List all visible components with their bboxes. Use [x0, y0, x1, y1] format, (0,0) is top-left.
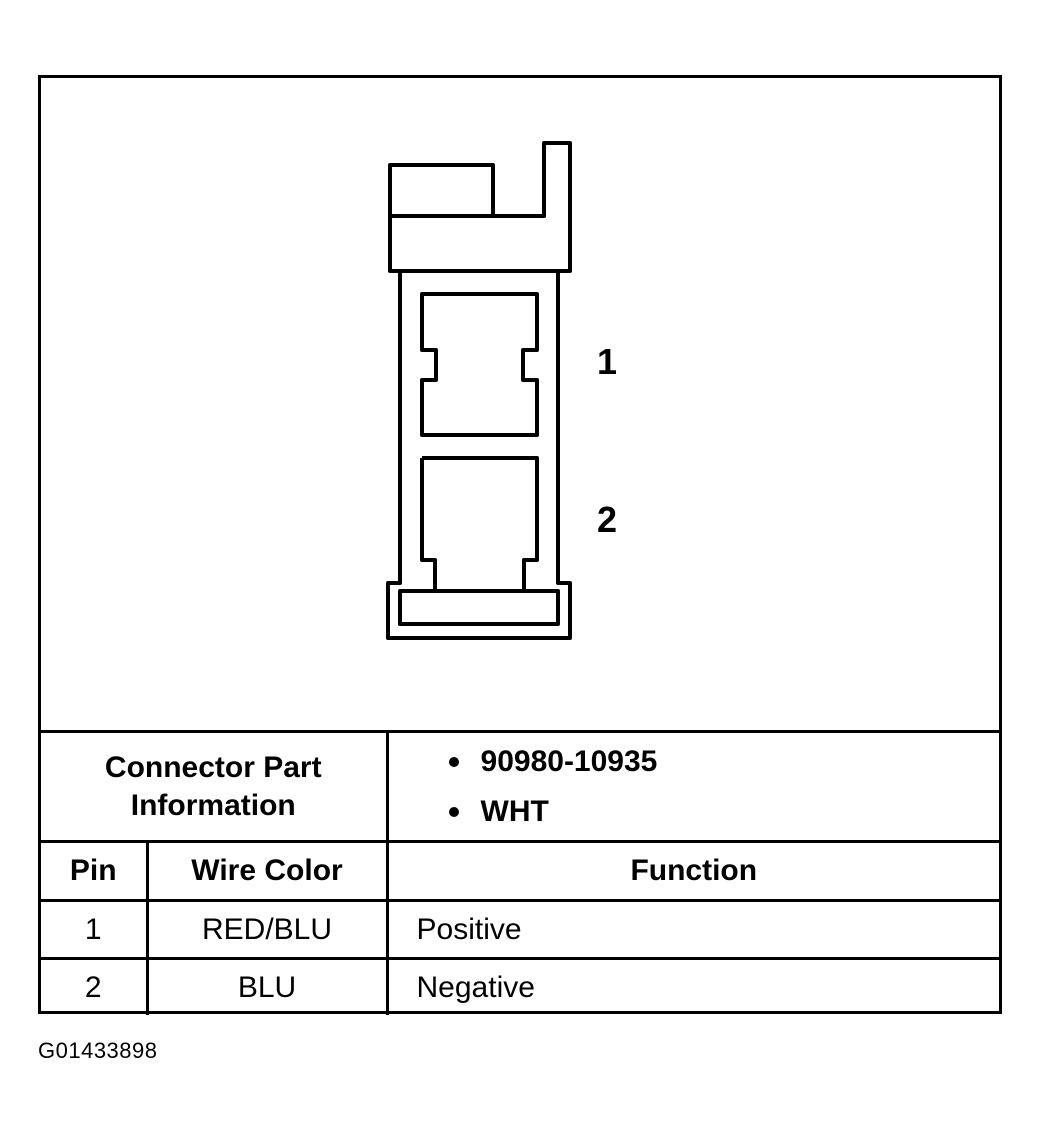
connector-color-line: WHT [448, 787, 1000, 837]
pin-cavity-1 [420, 292, 539, 437]
part-info-label-line2: Information [130, 788, 296, 822]
pin-function: Negative [385, 957, 1000, 1015]
connector-inner-rim [398, 589, 560, 626]
header-function: Function [385, 840, 1000, 902]
pin-cavity-2 [420, 456, 539, 591]
pin-number: 2 [41, 957, 149, 1015]
connector-body [386, 271, 572, 640]
pin-function: Positive [385, 899, 1000, 960]
figure-id: G01433898 [38, 1038, 158, 1063]
pin-label-1: 1 [597, 341, 618, 382]
part-number: 90980-10935 [480, 744, 658, 778]
connector-diagram: 1 2 [41, 78, 999, 733]
connector-color: WHT [480, 794, 549, 828]
pin-label-2: 2 [597, 499, 618, 540]
connector-latch [388, 141, 572, 273]
table-row: 1 RED/BLU Positive [41, 899, 1000, 960]
connector-drawing [386, 141, 572, 640]
header-pin: Pin [41, 840, 149, 902]
connector-part-values: 90980-10935 WHT [385, 733, 1000, 843]
wire-color: BLU [145, 957, 389, 1015]
wire-color: RED/BLU [145, 899, 389, 960]
bullet-icon [448, 756, 459, 767]
connector-figure-frame: 1 2 Connector Part Information 90980-109… [38, 75, 1002, 1015]
connector-part-info-label: Connector Part Information [41, 733, 389, 843]
bullet-icon [448, 806, 459, 817]
header-wire-color: Wire Color [145, 840, 389, 902]
part-number-line: 90980-10935 [448, 737, 1000, 787]
table-row: 2 BLU Negative [41, 957, 1000, 1015]
pin-number: 1 [41, 899, 149, 960]
part-info-label-line1: Connector Part [104, 750, 322, 784]
connector-info-table: Connector Part Information 90980-10935 W… [41, 733, 1000, 1015]
